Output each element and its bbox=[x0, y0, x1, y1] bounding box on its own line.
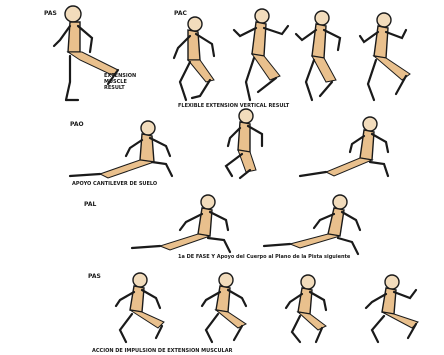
runner-figure bbox=[202, 273, 246, 342]
runner-figure bbox=[360, 13, 410, 100]
row-4-caption: ACCION DE IMPULSION DE EXTENSION MUSCULA… bbox=[92, 348, 233, 354]
row-1-tag-left: PAS bbox=[44, 10, 57, 17]
row-3-tag: PAL bbox=[84, 201, 96, 208]
runner-figure bbox=[132, 195, 230, 252]
row-4-tag: PAS bbox=[88, 273, 101, 280]
row-1: PAS PAC EXTENSION MUSCLE RESULT bbox=[44, 6, 410, 109]
row-4: PAS bbox=[88, 273, 418, 354]
row-1-tag-right: PAC bbox=[174, 10, 187, 17]
runner-figure bbox=[70, 121, 172, 178]
row-3: PAL 1a DE FASE Y Apoyo del Cuerpo al Pla… bbox=[84, 195, 360, 260]
runner-figure bbox=[300, 117, 388, 176]
runner-figure bbox=[226, 109, 262, 178]
runner-figure bbox=[286, 275, 326, 342]
row-1-caption: FLEXIBLE EXTENSION VERTICAL RESULT bbox=[178, 103, 290, 109]
row-2: PAO APOYO CANTI bbox=[70, 109, 388, 187]
runner-figure bbox=[296, 11, 340, 100]
row-1-side-label-line-3: RESULT bbox=[104, 85, 125, 91]
row-2-tag: PAO bbox=[70, 121, 84, 128]
runner-figure bbox=[234, 9, 288, 100]
row-3-caption: 1a DE FASE Y Apoyo del Cuerpo al Plano d… bbox=[178, 254, 351, 260]
row-2-caption: APOYO CANTILEVER DE SUELO bbox=[72, 181, 157, 187]
runner-figure bbox=[116, 273, 164, 342]
runner-figure bbox=[264, 195, 360, 254]
runner-figure bbox=[366, 275, 418, 342]
runner-figure bbox=[174, 17, 214, 100]
